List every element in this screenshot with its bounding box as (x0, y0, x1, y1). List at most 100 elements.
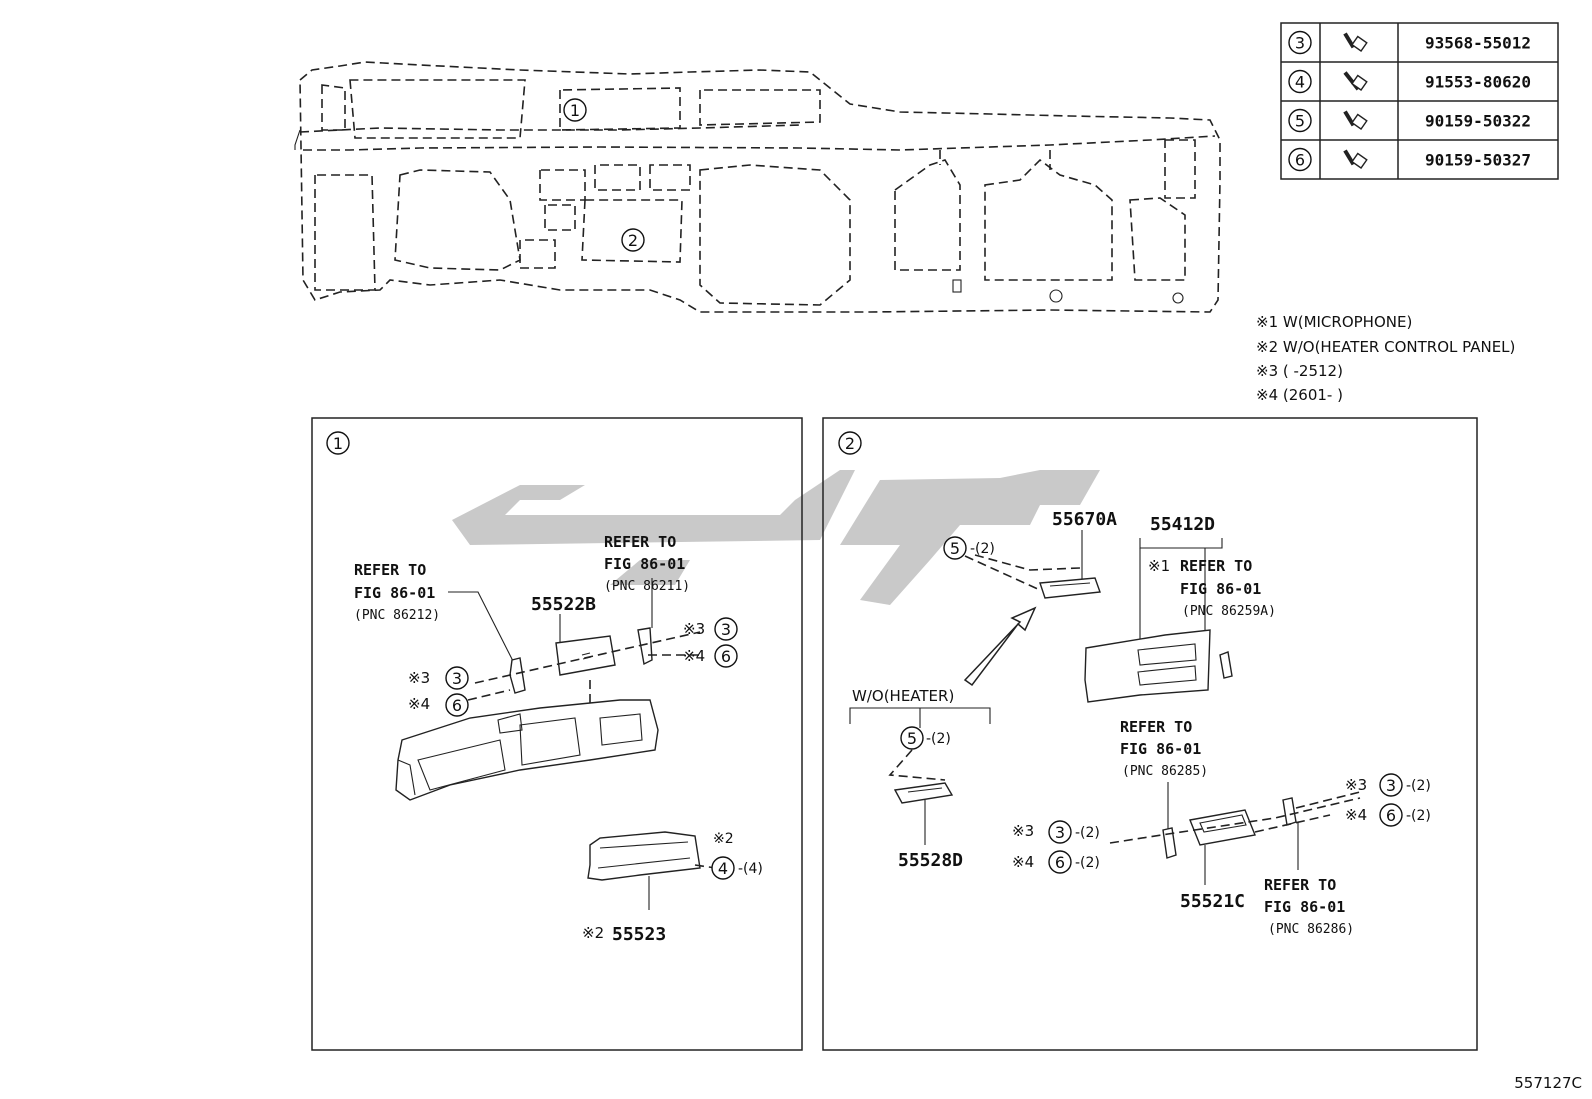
long-bolt-icon (1343, 71, 1368, 92)
panel-2-number: 2 (845, 434, 855, 453)
p2-left-n3-mark: ※3 (1012, 822, 1034, 840)
p1-right-n4-mark: ※4 (683, 647, 705, 665)
fastener-key: 3 (1295, 34, 1305, 53)
p2-right-n4-mark: ※4 (1345, 806, 1367, 824)
fastener-key: 5 (1295, 112, 1305, 131)
p1-ref-right-line3: (PNC 86211) (604, 579, 690, 594)
fastener-part-number: 93568-55012 (1425, 34, 1531, 53)
p2-left-n3-num: 3 (1055, 823, 1065, 842)
part-55528d-shape (893, 782, 954, 804)
fastener-key-circle (1288, 147, 1312, 172)
p2-left-n3-qty: -(2) (1075, 825, 1100, 841)
fastener-key: 4 (1295, 73, 1305, 92)
panel-1-number: 1 (333, 434, 343, 453)
p1-ref-left-line3: (PNC 86212) (354, 608, 440, 623)
p2-right-n3-mark: ※3 (1345, 776, 1367, 794)
screw-icon (1343, 110, 1368, 131)
p2-left-n4-qty: -(2) (1075, 855, 1100, 871)
p2-mid-screw-num: 5 (907, 729, 917, 748)
screw-with-washer-icon (1343, 32, 1368, 53)
fastener-part-number: 90159-50322 (1425, 112, 1531, 131)
p2-left-n4-num: 6 (1055, 853, 1065, 872)
fastener-key-circle (1288, 30, 1312, 55)
p2-part-55528d: 55528D (898, 850, 963, 871)
dashboard-overview (294, 61, 1221, 313)
p1-ref-right-line2: FIG 86-01 (604, 555, 685, 573)
p1-cluster-panel (395, 699, 659, 801)
note-1: ※1 W(MICROPHONE) (1256, 313, 1412, 331)
p2-part-55521c: 55521C (1180, 891, 1245, 912)
detail-panel-1: 1 REFER TO FIG 86-01 (PNC 86212) REFER T… (311, 417, 803, 1051)
p2-ref-lower-line2: FIG 86-01 (1264, 898, 1345, 916)
p2-part-55670a: 55670A (1052, 509, 1117, 530)
p1-part-55523: 55523 (612, 924, 666, 945)
fastener-row: 4 91553-80620 (1288, 69, 1531, 94)
p2-ref-lower-line1: REFER TO (1264, 876, 1336, 894)
p1-left-n4-num: 6 (452, 696, 462, 715)
p2-top-screw-qty: -(2) (970, 541, 995, 557)
p1-right-n3-num: 3 (721, 620, 731, 639)
overview-callout-2: 2 (621, 228, 645, 252)
part-55523-shape (587, 831, 701, 881)
p2-right-n4-num: 6 (1386, 806, 1396, 825)
panel-1-border (311, 417, 803, 1051)
p2-ref-upper-mark: ※1 (1148, 557, 1170, 575)
p2-bracket-lower (1282, 797, 1297, 826)
p2-part-55412d: 55412D (1150, 514, 1215, 535)
detail-panel-2: 2 55670A 5 -(2) 55412D ※1 REFER TO FIG 8… (822, 417, 1478, 1051)
p2-ref-lower-line3: (PNC 86286) (1268, 922, 1354, 937)
fastener-row: 5 90159-50322 (1288, 108, 1531, 133)
p1-part-55523-mark: ※2 (582, 924, 604, 942)
notes-list: ※1 W(MICROPHONE) ※2 W/O(HEATER CONTROL P… (1256, 313, 1515, 404)
note-3: ※3 ( -2512) (1256, 362, 1343, 380)
fastener-row: 3 93568-55012 (1288, 30, 1531, 55)
p1-bottom-num: 4 (718, 859, 728, 878)
p2-wo-heater: W/O(HEATER) (852, 687, 954, 705)
fastener-rows: 3 93568-55012 4 91553-80620 5 90159-50322 6 901… (1288, 30, 1531, 172)
part-55412d-shape (1084, 629, 1211, 703)
panel-2-border (822, 417, 1478, 1051)
p1-bottom-qty: -(4) (738, 861, 763, 877)
p2-bracket-mid (1162, 827, 1177, 859)
p2-bracket-upper (1219, 651, 1233, 679)
p1-bottom-mark: ※2 (713, 831, 734, 847)
watermark-logo (452, 470, 1100, 605)
overview-callout-2-label: 2 (628, 231, 638, 250)
p2-right-n3-qty: -(2) (1406, 778, 1431, 794)
note-4: ※4 (2601- ) (1256, 386, 1343, 404)
p1-ref-left-line1: REFER TO (354, 561, 426, 579)
p2-ref-upper-line3: (PNC 86259A) (1182, 604, 1276, 619)
fastener-part-number: 91553-80620 (1425, 73, 1531, 92)
part-55670a-shape (1039, 577, 1101, 599)
p2-ref-mid-line3: (PNC 86285) (1122, 764, 1208, 779)
fastener-row: 6 90159-50327 (1288, 147, 1531, 172)
part-55521c-shape (1189, 809, 1256, 846)
p2-left-n4-mark: ※4 (1012, 853, 1034, 871)
fastener-key: 6 (1295, 151, 1305, 170)
p2-right-n4-qty: -(2) (1406, 808, 1431, 824)
p2-mid-screw-qty: -(2) (926, 731, 951, 747)
overview-callout-1-label: 1 (570, 101, 580, 120)
overview-callout-1: 1 (563, 98, 587, 122)
fastener-part-number: 90159-50327 (1425, 151, 1531, 170)
p2-right-n3-num: 3 (1386, 776, 1396, 795)
p2-ref-upper-line1: REFER TO (1180, 557, 1252, 575)
p2-ref-mid-line2: FIG 86-01 (1120, 740, 1201, 758)
p1-ref-right-line1: REFER TO (604, 533, 676, 551)
fastener-key-circle (1288, 108, 1312, 133)
p1-right-n4-num: 6 (721, 647, 731, 666)
note-2: ※2 W/O(HEATER CONTROL PANEL) (1256, 338, 1515, 356)
p1-left-n3-mark: ※3 (408, 669, 430, 687)
p2-top-screw-num: 5 (950, 539, 960, 558)
p1-ref-left-line2: FIG 86-01 (354, 584, 435, 602)
part-55522b-shape (555, 635, 616, 676)
p1-left-n4-mark: ※4 (408, 695, 430, 713)
fastener-key-circle (1288, 69, 1312, 94)
screw-icon (1343, 149, 1368, 170)
fastener-table (1280, 22, 1559, 180)
p1-left-n3-num: 3 (452, 669, 462, 688)
p2-ref-upper-line2: FIG 86-01 (1180, 580, 1261, 598)
direction-arrow (963, 606, 1037, 687)
figure-id: 557127C (1514, 1074, 1582, 1092)
